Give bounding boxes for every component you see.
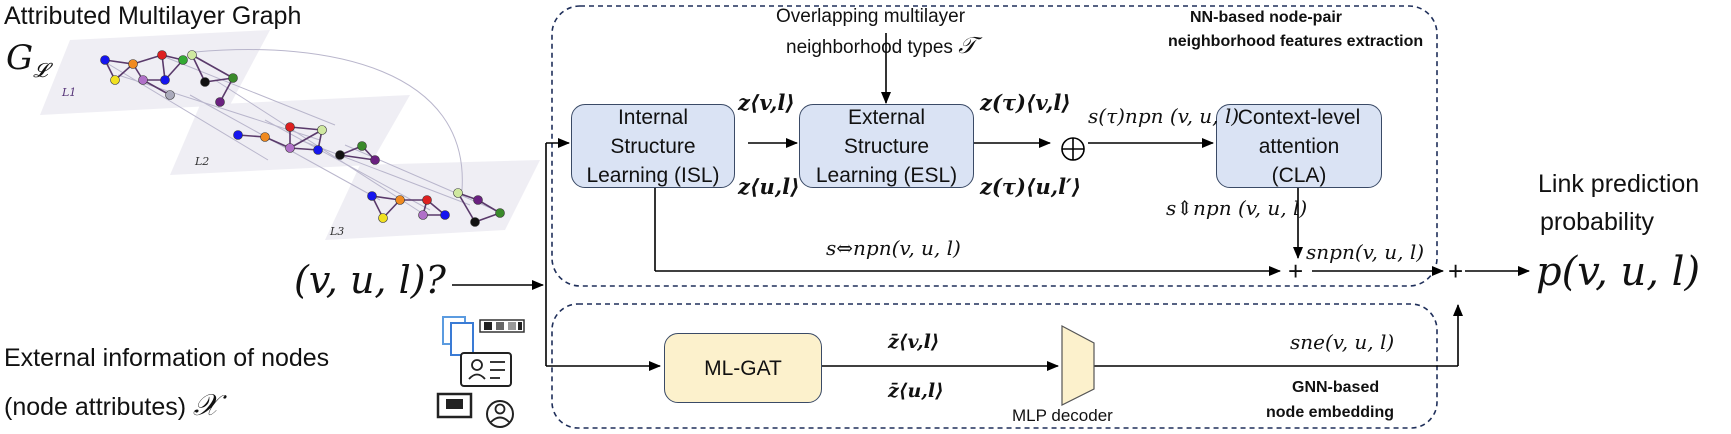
zbar-ul-label: z̄⟨u,l⟩	[888, 380, 944, 402]
z-ul-label: z⟨u,l⟩	[738, 174, 800, 199]
nn-group-title-line1: NN-based node-pair	[1190, 9, 1343, 26]
layer-label-2: L2	[195, 155, 210, 168]
mlp-decoder-shape	[1061, 325, 1095, 406]
layer-label-3: L3	[330, 225, 345, 238]
s-tau-label: s(τ)npn (v, u, l)	[1088, 104, 1240, 128]
sum-node-final: +	[1448, 256, 1464, 286]
document-icon	[442, 316, 474, 356]
id-card-icon	[460, 352, 512, 387]
layer-plane-1	[40, 30, 270, 115]
mlp-decoder-label: MLP decoder	[1012, 406, 1113, 425]
z-vl-label: z⟨v,l⟩	[738, 90, 795, 115]
s-horiz-label: s⇔npn(v, u, l)	[826, 236, 961, 260]
layer-label-1: L1	[62, 86, 77, 99]
film-strip-icon	[479, 319, 525, 333]
monitor-icon	[436, 392, 473, 419]
gnn-group-title-line1: GNN-based	[1292, 379, 1380, 396]
graph-symbol: G𝓛	[6, 38, 48, 82]
neighborhood-types-line2: neighborhood types 𝒯	[786, 33, 976, 59]
attribute-icons	[436, 316, 525, 428]
multilayer-graph-illustration	[40, 30, 540, 240]
ml-gat-box: ML-GAT	[664, 333, 822, 403]
s-vert-label: s⇕npn (v, u, l)	[1166, 196, 1308, 220]
external-info-line1: External information of nodes	[4, 344, 330, 372]
connectors	[452, 33, 1530, 371]
s-ne-label: sne(v, u, l)	[1290, 330, 1395, 354]
output-line1: Link prediction	[1538, 170, 1700, 198]
user-icon	[486, 400, 514, 428]
output-formula: p(v, u, l)	[1536, 249, 1701, 295]
sum-node-top: +	[1288, 256, 1304, 286]
nn-group-title-line2: neighborhood features extraction	[1168, 33, 1424, 50]
gnn-group-title-line2: node embedding	[1266, 404, 1394, 421]
zbar-vl-label: z̄⟨v,l⟩	[888, 331, 940, 353]
output-line2: probability	[1540, 208, 1654, 236]
z-tau-vl-label: z(τ)⟨v,l⟩	[980, 90, 1071, 115]
s-npn-label: snpn(v, u, l)	[1306, 240, 1425, 264]
query-label: (v, u, l)?	[294, 258, 446, 302]
nn-group-border	[551, 5, 1438, 287]
neighborhood-types-line1: Overlapping multilayer	[776, 6, 966, 27]
z-tau-ul-label: z(τ)⟨u,l′⟩	[980, 174, 1082, 199]
graph-title: Attributed Multilayer Graph	[4, 2, 302, 30]
external-info-line2: (node attributes) 𝒳	[4, 388, 219, 423]
